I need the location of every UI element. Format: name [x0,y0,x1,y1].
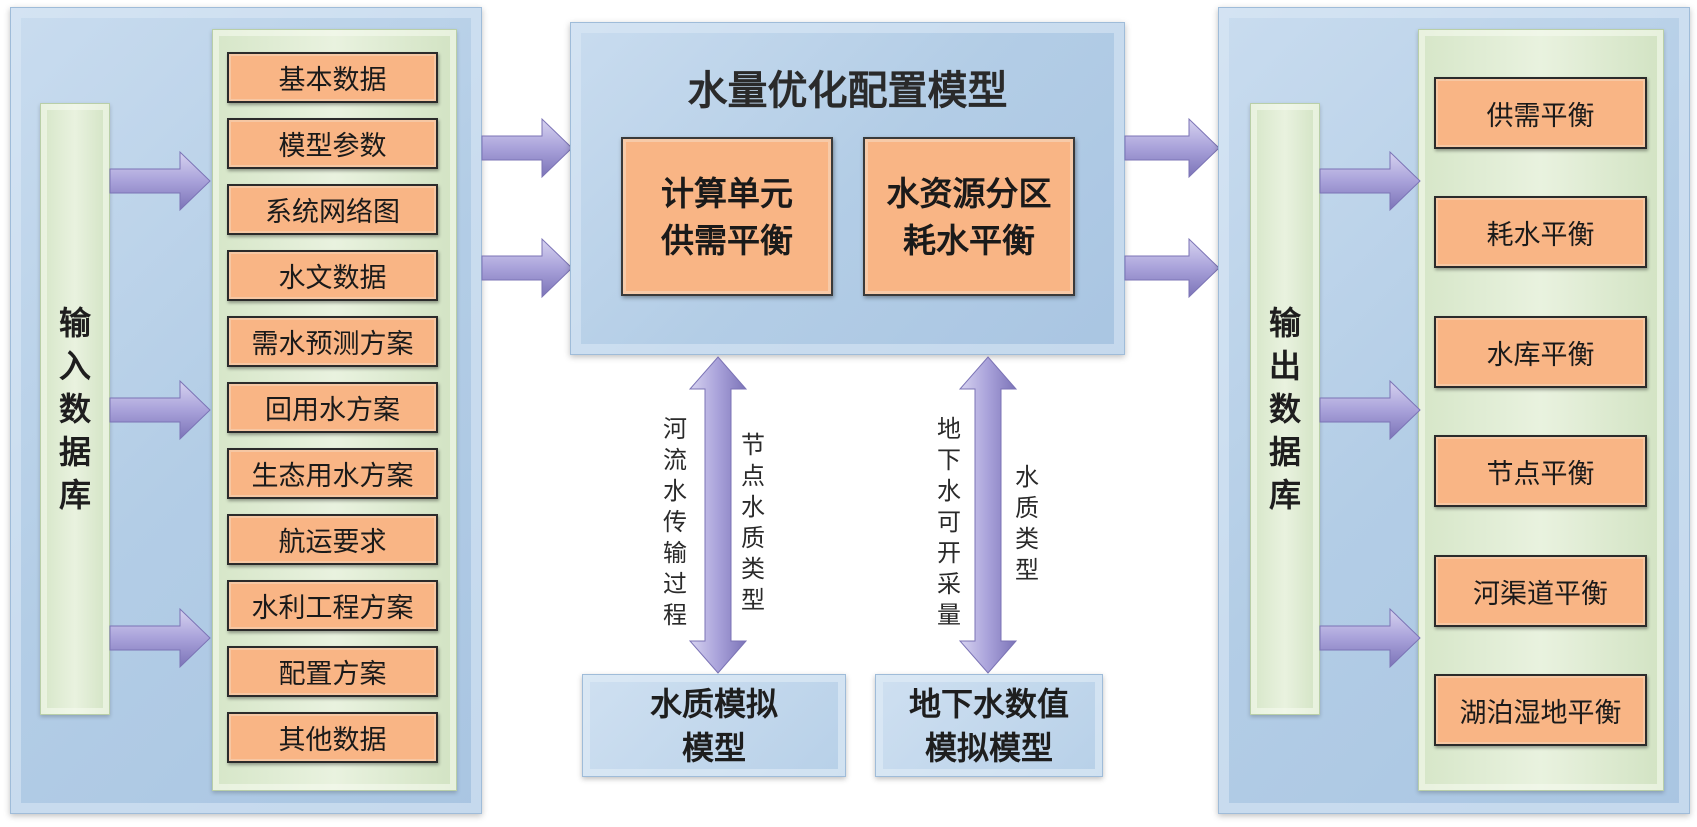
output-arrow-3 [1319,607,1421,669]
label-char: 水 [1015,463,1039,491]
label-char: 可 [937,508,961,536]
input-item: 基本数据 [227,52,438,103]
unit-balance-box: 计算单元 供需平衡 [621,137,833,296]
input-title-char: 库 [58,475,91,514]
input-title-char: 据 [58,432,91,471]
output-item: 供需平衡 [1434,77,1647,149]
groundwater-line1: 地下水数值 [908,684,1069,723]
output-title-char: 输 [1268,303,1301,342]
label-char: 输 [663,539,687,567]
label-char: 质 [1015,494,1039,522]
quality-type-label: 水 质 类 型 [1012,462,1042,586]
label-char: 传 [663,508,687,536]
groundwater-line2: 模拟模型 [924,728,1053,767]
water-quality-line1: 水质模拟 [649,684,778,723]
to-output-arrow-1 [1124,117,1220,179]
label-char: 地 [937,415,961,443]
output-item: 湖泊湿地平衡 [1434,674,1647,746]
unit-balance-line1: 计算单元 [661,173,793,213]
label-char: 水 [741,493,765,521]
input-arrow-2 [109,379,211,441]
input-title-char: 数 [58,389,91,428]
output-title-char: 据 [1268,432,1301,471]
river-transport-label: 河 流 水 传 输 过 程 [660,414,690,631]
output-item: 节点平衡 [1434,435,1647,507]
water-quality-double-arrow [688,356,748,674]
input-item: 生态用水方案 [227,448,438,499]
water-quality-model-box: 水质模拟 模型 [582,674,846,777]
label-char: 类 [741,555,765,583]
output-title-char: 库 [1268,475,1301,514]
label-char: 河 [663,415,687,443]
label-char: 水 [663,477,687,505]
input-item: 水文数据 [227,250,438,301]
allocation-model-title: 水量优化配置模型 [687,68,1008,114]
node-quality-type-label: 节 点 水 质 类 型 [738,430,768,616]
label-char: 程 [663,601,687,629]
label-char: 水 [937,477,961,505]
output-title-char: 出 [1268,346,1301,385]
to-output-arrow-2 [1124,237,1220,299]
label-char: 点 [741,462,765,490]
input-title-char: 输 [58,303,91,342]
input-item: 系统网络图 [227,184,438,235]
label-char: 节 [741,431,765,459]
label-char: 开 [937,539,961,567]
unit-balance-line2: 供需平衡 [661,220,793,260]
output-item: 水库平衡 [1434,316,1647,388]
output-item: 耗水平衡 [1434,196,1647,268]
zone-balance-line1: 水资源分区 [886,173,1052,213]
input-arrow-1 [109,150,211,212]
output-database-title: 输 出 数 据 库 [1250,103,1320,715]
output-title-char: 数 [1268,389,1301,428]
label-char: 量 [937,601,961,629]
input-item: 水利工程方案 [227,580,438,631]
output-arrow-1 [1319,150,1421,212]
output-arrow-2 [1319,379,1421,441]
label-char: 流 [663,446,687,474]
zone-balance-line2: 耗水平衡 [903,220,1035,260]
input-arrow-3 [109,607,211,669]
label-char: 类 [1015,525,1039,553]
label-char: 过 [663,570,687,598]
input-item: 配置方案 [227,646,438,697]
groundwater-extractable-label: 地 下 水 可 开 采 量 [934,414,964,631]
input-item: 其他数据 [227,712,438,763]
water-quality-line2: 模型 [681,728,746,767]
zone-balance-box: 水资源分区 耗水平衡 [863,137,1075,296]
input-item: 模型参数 [227,118,438,169]
input-item: 航运要求 [227,514,438,565]
input-item: 回用水方案 [227,382,438,433]
to-model-arrow-2 [481,237,573,299]
input-database-title: 输 入 数 据 库 [40,103,110,715]
label-char: 型 [1015,556,1039,584]
label-char: 质 [741,524,765,552]
groundwater-model-box: 地下水数值 模拟模型 [875,674,1103,777]
label-char: 下 [937,446,961,474]
groundwater-double-arrow [958,356,1018,674]
to-model-arrow-1 [481,117,573,179]
output-item: 河渠道平衡 [1434,555,1647,627]
label-char: 型 [741,586,765,614]
input-item: 需水预测方案 [227,316,438,367]
label-char: 采 [937,570,961,598]
input-title-char: 入 [58,346,91,385]
